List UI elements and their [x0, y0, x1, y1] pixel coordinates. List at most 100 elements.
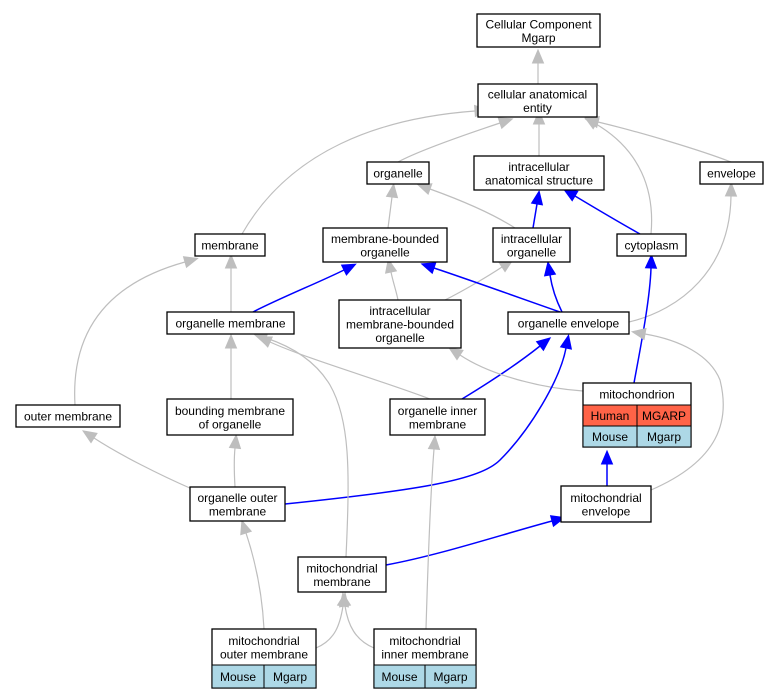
edge-cellular-anatomical-entity-to-cellular-component-mgarp	[531, 48, 545, 84]
node-cytoplasm[interactable]: cytoplasm	[616, 233, 687, 257]
node-label: organelle	[360, 245, 410, 259]
edge-mitochondrion-to-intracellular-membrane-bounded-organelle	[448, 347, 584, 392]
node-label: Mgarp	[521, 31, 555, 45]
gene-label: MGARP	[642, 409, 686, 423]
node-label: envelope	[707, 167, 756, 181]
node-box	[560, 485, 652, 523]
node-organelle-membrane[interactable]: organelle membrane	[166, 311, 295, 335]
edge-organelle-membrane-to-membrane	[224, 253, 238, 312]
node-box	[476, 13, 601, 48]
node-label: mitochondrion	[599, 388, 674, 402]
edge-mitochondrial-membrane-to-mitochondrial-envelope	[385, 515, 566, 566]
node-organelle-envelope[interactable]: organelle envelope	[507, 311, 630, 335]
node-label: intracellular	[369, 304, 430, 318]
edge-organelle-outer-membrane-to-outer-membrane	[82, 430, 193, 490]
species-label: Mouse	[381, 670, 417, 684]
node-box	[166, 398, 294, 436]
arrowhead	[384, 258, 398, 274]
edge-mitochondrial-envelope-to-organelle-envelope	[630, 327, 724, 491]
edge-organelle-outer-membrane-to-organelle-envelope	[284, 333, 573, 505]
node-label: intracellular	[508, 160, 569, 174]
edge-organelle-inner-membrane-to-organelle-envelope	[461, 337, 552, 400]
arrowhead	[644, 253, 658, 269]
node-box	[189, 486, 286, 522]
edge-intracellular-membrane-bounded-organelle-to-intracellular-organelle	[444, 259, 514, 301]
node-label: organelle membrane	[175, 317, 285, 331]
node-organelle[interactable]: organelle	[366, 161, 430, 185]
node-label: intracellular	[501, 232, 562, 246]
node-outer-membrane[interactable]: outer membrane	[15, 404, 121, 428]
arrowhead	[543, 260, 557, 277]
node-label: membrane	[313, 575, 371, 589]
edge-mitochondrial-inner-membrane-to-organelle-inner-membrane	[425, 434, 441, 630]
arrowhead	[416, 183, 433, 196]
edge-organelle-envelope-to-membrane-bounded-organelle	[420, 262, 561, 313]
node-box	[366, 161, 430, 185]
node-envelope[interactable]: envelope	[699, 161, 764, 185]
node-box	[616, 233, 687, 257]
edge-organelle-to-cellular-anatomical-entity	[397, 117, 514, 163]
arrowhead	[562, 188, 579, 202]
node-label: bounding membrane	[175, 404, 285, 418]
arrowhead	[583, 116, 600, 130]
node-label: membrane-bounded	[331, 232, 439, 246]
node-box	[492, 227, 571, 263]
gene-label: Mgarp	[647, 430, 681, 444]
arrowhead	[240, 519, 253, 536]
node-label: mitochondrial	[570, 491, 641, 505]
arrowhead	[385, 182, 399, 199]
node-label: organelle	[507, 245, 557, 259]
node-box	[389, 398, 486, 436]
arrowhead	[420, 262, 437, 275]
arrowhead	[531, 48, 545, 64]
arrowhead	[448, 347, 464, 361]
node-label: membrane-bounded	[346, 318, 454, 332]
edge-organelle-membrane-to-membrane-bounded-organelle	[252, 263, 357, 313]
node-label: outer membrane	[220, 647, 308, 661]
node-label: organelle	[375, 331, 425, 345]
arrowhead	[340, 263, 357, 276]
arrowhead	[530, 189, 544, 206]
node-box	[297, 556, 387, 593]
node-label: Cellular Component	[485, 17, 592, 31]
node-label: membrane	[209, 504, 267, 518]
edge-envelope-to-cellular-anatomical-entity	[584, 116, 732, 163]
node-label: organelle	[373, 167, 423, 181]
edge-cytoplasm-to-intracellular-anatomical-structure	[562, 188, 641, 235]
node-box	[699, 161, 764, 185]
node-box	[473, 155, 605, 191]
edge-bounding-membrane-of-organelle-to-organelle-membrane	[224, 333, 238, 399]
arrowhead	[224, 253, 238, 269]
gene-cell	[263, 664, 317, 689]
edge-intracellular-organelle-to-organelle	[416, 183, 516, 229]
arrowhead	[182, 256, 199, 269]
arrowhead	[82, 430, 98, 444]
arrowhead	[630, 327, 647, 341]
arrowhead	[224, 333, 238, 349]
arrowhead	[228, 433, 242, 450]
node-box	[15, 404, 121, 428]
node-membrane[interactable]: membrane	[194, 233, 266, 257]
arrowhead	[338, 591, 352, 608]
node-box	[194, 233, 266, 257]
edge-organelle-outer-membrane-to-bounding-membrane-of-organelle	[228, 433, 242, 488]
node-label: organelle envelope	[518, 317, 620, 331]
node-label: membrane	[409, 417, 467, 431]
arrowhead	[559, 333, 573, 350]
